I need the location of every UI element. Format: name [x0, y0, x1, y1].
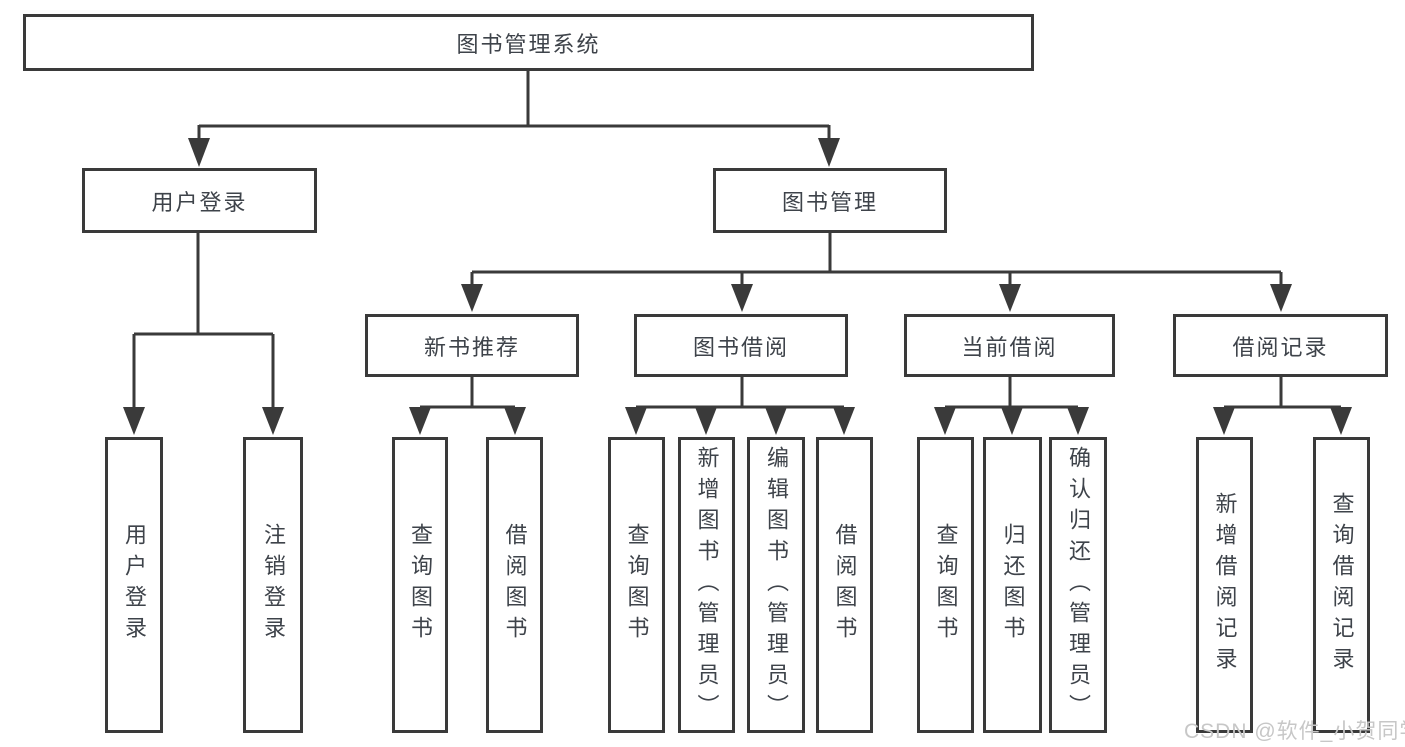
node-label: 新书推荐 — [423, 334, 520, 360]
leaf-label: 编辑图书（管理员） — [764, 445, 789, 725]
leaf-return-books: 归还图书 — [983, 437, 1042, 733]
node-user-login: 用户登录 — [82, 168, 317, 233]
leaf-query-borrow-record: 查询借阅记录 — [1313, 437, 1370, 733]
leaf-borrow-books-recommend: 借阅图书 — [486, 437, 543, 733]
leaf-label: 注销登录 — [261, 523, 286, 647]
node-book-borrowing: 图书借阅 — [634, 314, 848, 377]
node-book-management: 图书管理 — [713, 168, 947, 233]
node-label: 图书管理系统 — [456, 31, 601, 57]
leaf-borrow-books: 借阅图书 — [816, 437, 873, 733]
leaf-label: 新增借阅记录 — [1212, 492, 1238, 678]
node-current-borrowing: 当前借阅 — [904, 314, 1115, 377]
leaf-add-borrow-record: 新增借阅记录 — [1196, 437, 1253, 733]
leaf-label: 归还图书 — [1000, 523, 1026, 647]
leaf-label: 查询图书 — [933, 523, 959, 647]
node-borrowing-records: 借阅记录 — [1173, 314, 1388, 377]
node-library-management-system: 图书管理系统 — [23, 14, 1034, 71]
leaf-query-books-borrow: 查询图书 — [608, 437, 665, 733]
leaf-label: 确认归还（管理员） — [1066, 445, 1091, 725]
leaf-label: 用户登录 — [122, 523, 147, 647]
leaf-query-books-current: 查询图书 — [917, 437, 974, 733]
node-label: 用户登录 — [151, 189, 248, 215]
node-label: 图书借阅 — [692, 334, 789, 360]
watermark-text: CSDN @软件_小贺同学 — [1184, 720, 1405, 743]
leaf-edit-books-admin: 编辑图书（管理员） — [747, 437, 805, 733]
leaf-add-books-admin: 新增图书（管理员） — [678, 437, 735, 733]
leaf-query-books-recommend: 查询图书 — [392, 437, 448, 733]
leaf-label: 查询图书 — [408, 523, 433, 647]
leaf-user-login: 用户登录 — [105, 437, 163, 733]
node-label: 借阅记录 — [1232, 334, 1329, 360]
arrowheads — [123, 138, 1352, 435]
leaf-label: 借阅图书 — [502, 523, 528, 647]
leaf-label: 新增图书（管理员） — [694, 445, 720, 725]
node-new-book-recommendation: 新书推荐 — [365, 314, 579, 377]
leaf-logout: 注销登录 — [243, 437, 303, 733]
leaf-label: 查询图书 — [624, 523, 650, 647]
node-label: 当前借阅 — [961, 334, 1058, 360]
node-label: 图书管理 — [781, 189, 878, 215]
leaf-confirm-return-admin: 确认归还（管理员） — [1049, 437, 1107, 733]
leaf-label: 查询借阅记录 — [1329, 492, 1355, 678]
leaf-label: 借阅图书 — [832, 523, 858, 647]
